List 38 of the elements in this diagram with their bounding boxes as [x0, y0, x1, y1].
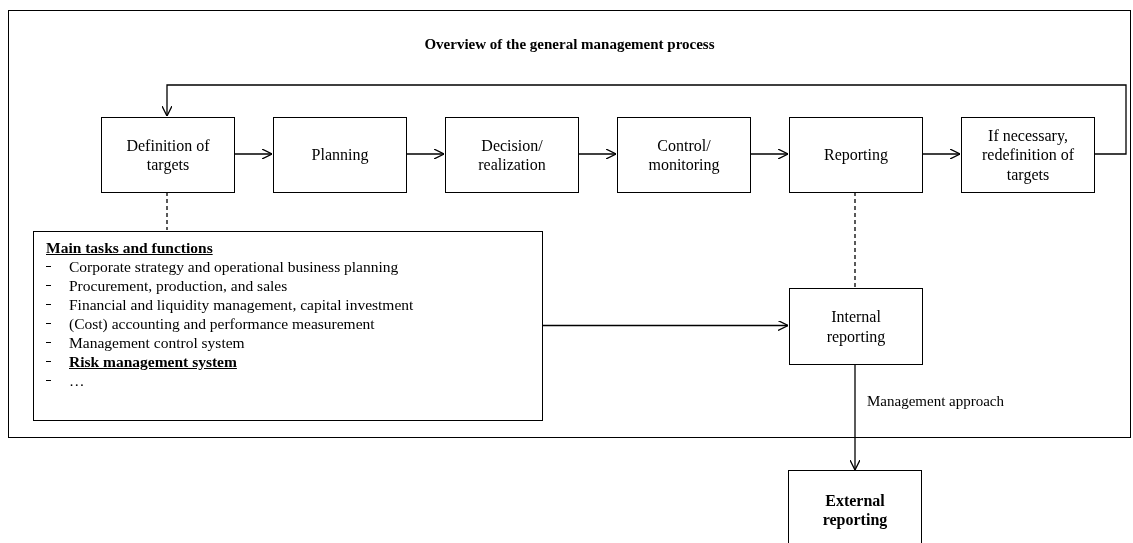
arrow: [541, 319, 789, 332]
connector-line: [166, 191, 168, 231]
box-label: Definition of targets: [125, 135, 211, 175]
process-box: [273, 117, 407, 193]
edge-label: Management approach: [867, 393, 1005, 410]
box-label: External reporting: [821, 490, 889, 530]
arrow: [921, 148, 961, 160]
list-item: Financial and liquidity management, capital investment: [69, 295, 414, 314]
box-label: If necessary, redefinition of targets: [981, 126, 1075, 184]
list-item: Corporate strategy and operational business planning: [69, 257, 399, 276]
frame-heading: Overview of the general management process: [423, 35, 716, 53]
list-item: Procurement, production, and sales: [69, 276, 288, 295]
list-item: (Cost) accounting and performance measurement: [69, 314, 375, 333]
diagram-frame: [8, 10, 1131, 438]
process-box: [789, 288, 923, 365]
arrow: [161, 84, 1127, 155]
process-box: [961, 117, 1095, 193]
box-label: Decision/ realization: [477, 135, 547, 175]
list-item: …: [69, 371, 85, 390]
box-label: Planning: [310, 145, 370, 165]
connector-line: [854, 191, 856, 288]
arrow: [405, 148, 445, 160]
box-label: Reporting: [823, 145, 889, 165]
arrow: [577, 148, 617, 160]
task-list-box: [33, 231, 543, 421]
box-label: Internal reporting: [825, 307, 887, 346]
arrow: [233, 148, 273, 160]
process-box: [789, 117, 923, 193]
process-box: [445, 117, 579, 193]
list-item: Risk management system: [69, 352, 237, 371]
arrow: [749, 148, 789, 160]
process-box: [101, 117, 235, 193]
arrow: [849, 363, 861, 471]
process-box: [617, 117, 751, 193]
box-label: Control/ monitoring: [647, 135, 721, 175]
list-item: Management control system: [69, 333, 245, 352]
process-box: [788, 470, 922, 543]
list-heading: Main tasks and functions: [46, 238, 214, 257]
